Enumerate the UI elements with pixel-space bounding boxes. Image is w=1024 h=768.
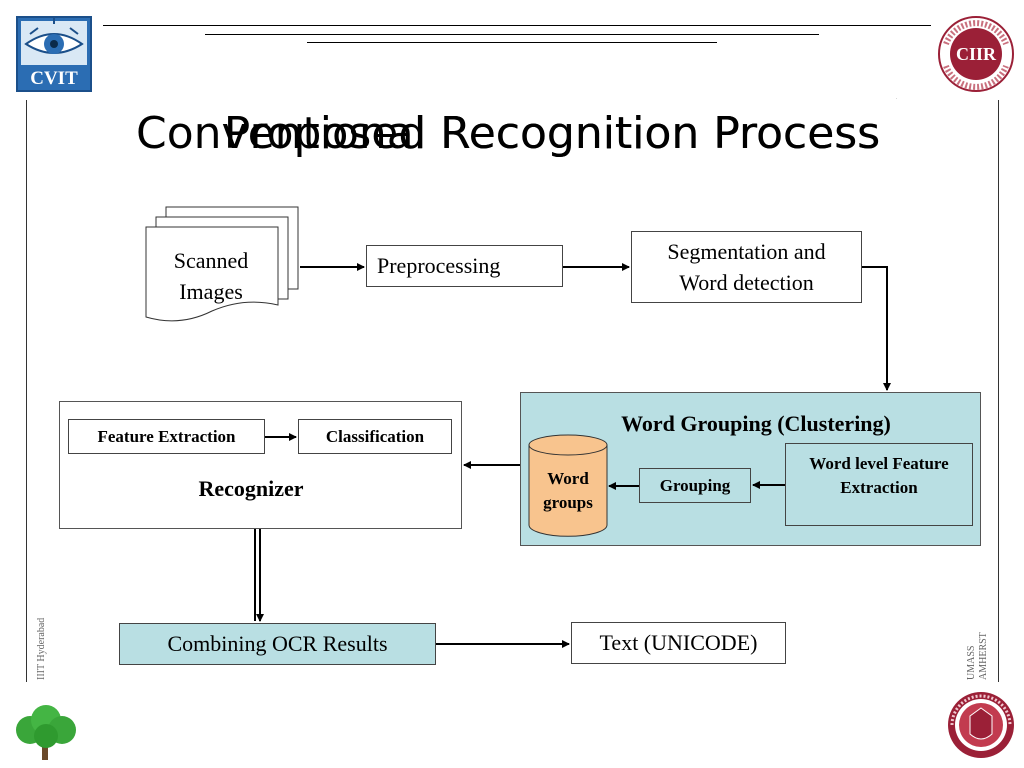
ciir-logo: CIIR Center for Intelligent Information … [896,14,1016,99]
header-rule-bottom [307,42,717,43]
university-seal-icon [948,692,1014,758]
side-label-left: IIIT Hyderabad [36,617,47,680]
document-stack-icon [145,206,299,322]
preprocessing-box: Preprocessing [366,245,563,287]
slide-frame-right [998,100,999,682]
ciir-logo-ring [938,16,1014,92]
arrow-segmentation-to-grouping [862,266,891,391]
grouping-box: Grouping [639,468,751,503]
classification-box: Classification [298,419,452,454]
word-groups-label: Word groups [543,469,593,512]
word-level-feature-label: Word level Feature Extraction [809,454,949,497]
umass-seal [946,690,1016,760]
classification-label: Classification [325,426,425,446]
feature-extraction-box: Feature Extraction [68,419,265,454]
cvit-logo-text: CVIT [30,68,78,89]
header-rule-top [103,25,931,26]
ciir-logo-ring-text: Center for Intelligent Information Retri… [896,98,897,99]
cvit-logo: CVIT [16,16,92,92]
cvit-logo-graphic [16,16,92,92]
word-grouping-title: Word Grouping (Clustering) [621,411,891,436]
side-label-right-2: AMHERST [978,632,989,680]
text-unicode-label: Text (UNICODE) [599,630,758,655]
header-rule-middle [205,34,819,35]
combining-label: Combining OCR Results [167,631,388,656]
title-overlay: Proposed Recognition Process [223,108,881,159]
side-label-right-1: UMASS [966,645,977,680]
grouping-label: Grouping [659,475,731,495]
slide-frame-left [26,100,27,682]
combining-box: Combining OCR Results [119,623,436,665]
database-cylinder-icon [528,434,608,537]
recognizer-label: Recognizer [198,476,304,501]
preprocessing-label: Preprocessing [377,253,501,278]
scanned-images-node: Scanned Images [144,205,304,330]
segmentation-box: Segmentation and Word detection [631,231,862,303]
title-underlying: Conventional Recognition Process [136,108,880,159]
segmentation-label: Segmentation and Word detection [667,239,826,295]
tree-icon [16,705,76,760]
scanned-images-label: Scanned Images [173,248,249,304]
ciir-logo-text: CIIR [955,44,996,64]
feature-extraction-label: Feature Extraction [97,426,236,446]
word-level-feature-box: Word level Feature Extraction [785,443,973,526]
text-unicode-box: Text (UNICODE) [571,622,786,664]
tree-logo [10,704,82,762]
word-groups-node: Word groups [527,433,609,539]
